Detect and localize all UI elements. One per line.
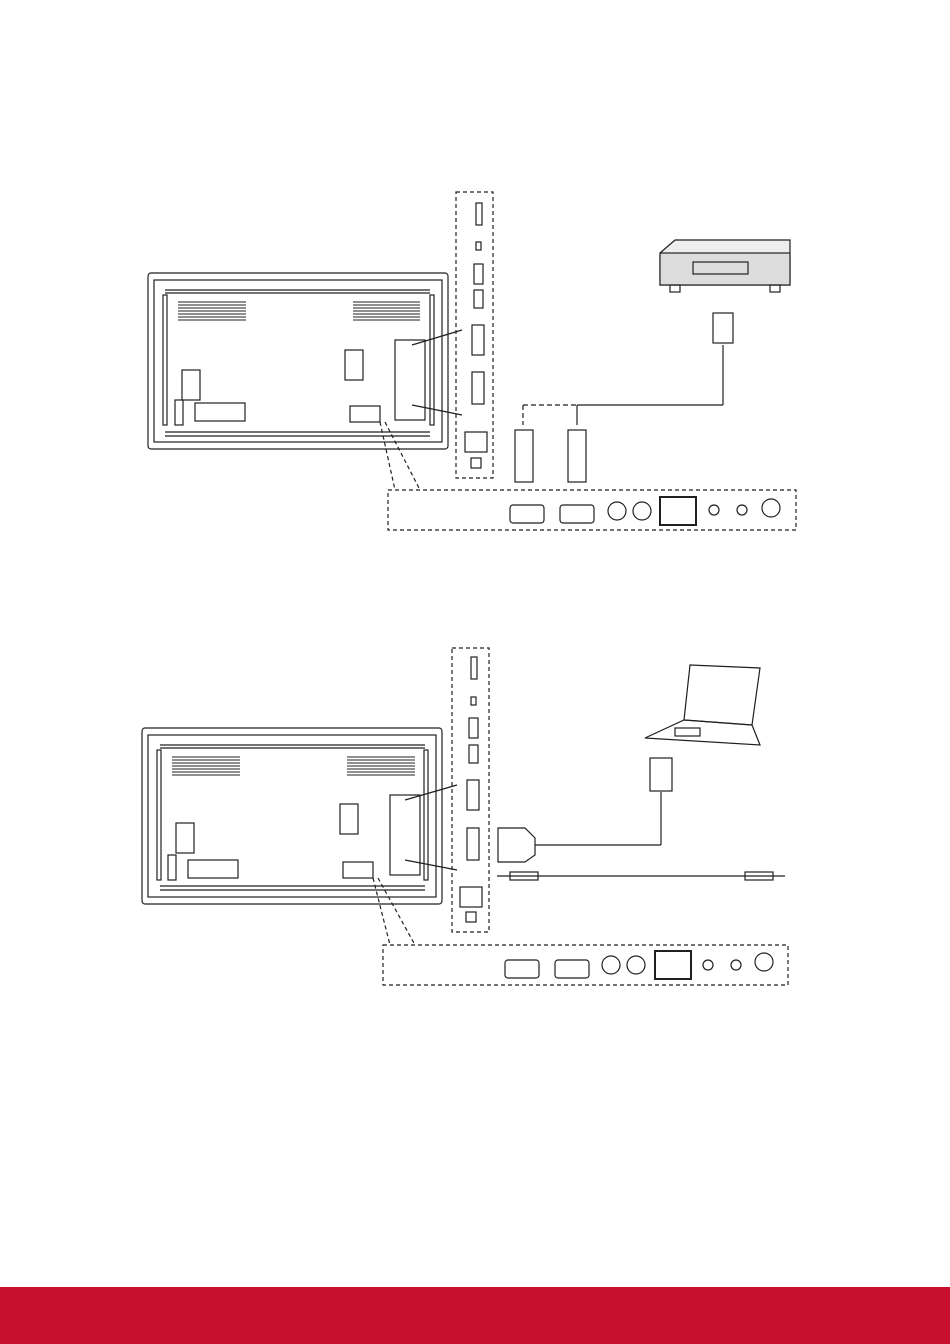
display-input-panel bbox=[383, 945, 788, 985]
display-input-panel bbox=[388, 490, 796, 530]
vent-grille bbox=[178, 302, 420, 320]
audio-cable-icon bbox=[497, 872, 785, 880]
display-rear-view bbox=[142, 728, 442, 904]
hdmi-cable-icon bbox=[515, 313, 733, 482]
display-rear-view bbox=[148, 273, 448, 449]
side-connector-panel bbox=[452, 648, 489, 932]
side-connector-panel bbox=[456, 192, 493, 478]
dvi-cable-icon bbox=[498, 758, 672, 862]
dvd-player-icon bbox=[660, 240, 790, 292]
laptop-icon bbox=[645, 665, 760, 745]
footer-brand-bar bbox=[0, 1287, 950, 1344]
vent-grille bbox=[172, 757, 415, 775]
diagram-hdmi-connection bbox=[0, 185, 950, 545]
diagram-dvi-audio-connection bbox=[0, 640, 950, 995]
